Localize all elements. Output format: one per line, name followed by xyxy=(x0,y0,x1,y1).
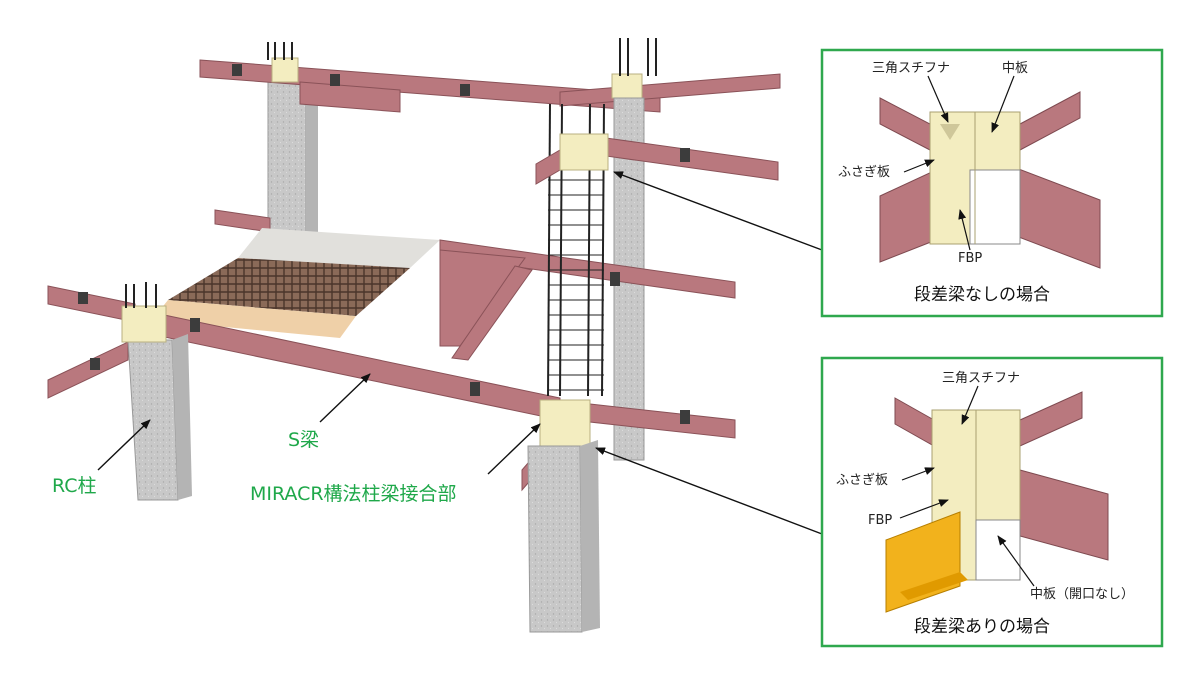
main-annotations: RC柱 S梁 MIRACR構法柱梁接合部 xyxy=(52,171,823,535)
lower-joint-callout-arrow xyxy=(595,447,823,535)
rebar-cage xyxy=(546,166,606,396)
panel-bottom-stiffener-label: 三角スチフナ xyxy=(942,371,1020,386)
rc-column-front-center xyxy=(527,445,583,633)
rebar-top-right xyxy=(619,38,657,76)
joint-arrow xyxy=(487,423,541,475)
panel-bottom-closing-plate-label: ふさぎ板 xyxy=(836,473,888,488)
joint-front-left xyxy=(121,305,167,343)
rebar-cage-ties xyxy=(548,179,604,391)
rebar-front-left xyxy=(125,282,157,308)
s-beam-upper-left xyxy=(535,149,561,185)
joint-top-right xyxy=(611,73,643,99)
s-beam-middle-diagonal-2 xyxy=(451,265,533,361)
detail-panel-top: 三角スチフナ 中板 ふさぎ板 FBP 段差梁なしの場合 xyxy=(820,48,1164,318)
panel-bottom-offset-beam-flange xyxy=(900,572,968,600)
rc-column-front-center-side xyxy=(580,440,600,632)
panel-top-fbp-label: FBP xyxy=(958,251,982,266)
joint-lower-central xyxy=(539,399,591,447)
panel-top-stiffener-arrow xyxy=(927,75,949,123)
rc-column-label: RC柱 xyxy=(52,475,97,497)
panel-bottom-caption: 段差梁ありの場合 xyxy=(914,617,1050,637)
s-beam-top-rear xyxy=(199,59,661,113)
joint-top-back xyxy=(271,57,299,83)
panel-bottom-stiffener-arrow xyxy=(961,385,979,425)
rc-column-arrow xyxy=(97,419,151,471)
joint-upper-central xyxy=(559,133,609,171)
joint-label: MIRACR構法柱梁接合部 xyxy=(250,483,457,505)
floor-slab-concrete xyxy=(238,228,440,268)
panel-top-middle-plate-arrow xyxy=(991,75,1015,133)
upper-joint-callout-arrow xyxy=(613,171,823,251)
rc-column-back-side xyxy=(306,72,318,236)
main-structure xyxy=(47,38,781,633)
panel-bottom-joint-opening xyxy=(975,519,1021,581)
rc-column-front-left-side xyxy=(172,334,192,500)
s-beam-arrow xyxy=(319,373,371,423)
panel-top-closing-plate-label: ふさぎ板 xyxy=(838,165,890,180)
panel-top-stiffener xyxy=(940,124,960,140)
panel-bottom-middle-plate-label: 中板（開口なし） xyxy=(1030,587,1134,602)
panel-top-fbp-arrow xyxy=(958,209,971,251)
s-beam-lower-right xyxy=(589,403,736,439)
panel-top-closing-plate-arrow xyxy=(903,159,935,173)
detail-panel-bottom: 三角スチフナ ふさぎ板 FBP 中板（開口なし） 段差梁ありの場合 xyxy=(820,356,1164,648)
s-beam-top-right xyxy=(559,73,781,107)
s-beam-top-mid xyxy=(299,81,401,113)
panel-top-middle-plate-label: 中板 xyxy=(1002,61,1028,76)
panel-bottom-fbp-label: FBP xyxy=(868,513,892,528)
s-beam-left-lower xyxy=(47,341,129,399)
s-beam-label: S梁 xyxy=(288,429,319,451)
s-beam-front-long xyxy=(149,311,561,421)
panel-top-stiffener-label: 三角スチフナ xyxy=(872,61,950,76)
floor-slab-mesh xyxy=(168,258,410,316)
floor-slab-deck xyxy=(152,300,356,338)
panel-bottom-fbp-arrow xyxy=(899,499,949,519)
panel-top-joint-opening xyxy=(969,169,1021,245)
rebar-top-back xyxy=(267,42,293,60)
panel-bottom-middle-plate-arrow xyxy=(997,535,1035,587)
panel-bottom-closing-plate-arrow xyxy=(901,467,935,481)
panel-top-caption: 段差梁なしの場合 xyxy=(914,285,1050,305)
rc-column-front-left xyxy=(127,339,179,501)
splice-plates xyxy=(78,64,690,424)
